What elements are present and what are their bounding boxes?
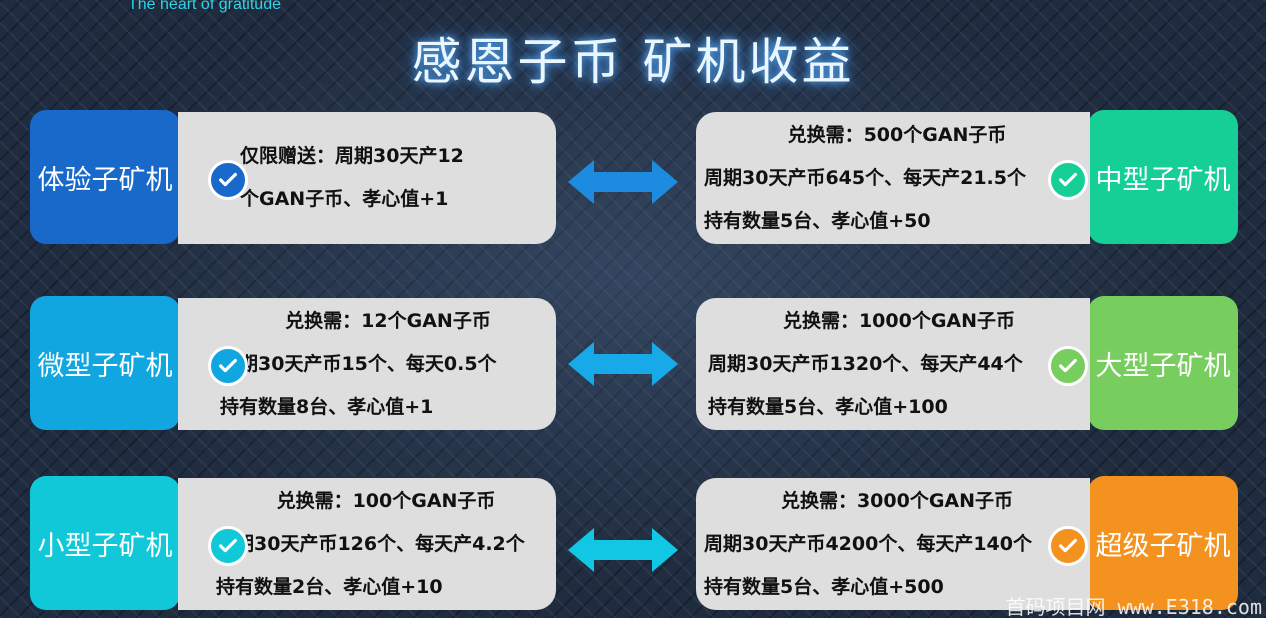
double-arrow-icon — [568, 160, 678, 204]
check-icon — [208, 526, 248, 566]
small-line-1: 兑换需：100个GAN子币 — [276, 489, 496, 512]
trial-line-1: 仅限赠送：周期30天产12 — [240, 145, 464, 167]
check-icon — [1048, 346, 1088, 386]
card-micro: 微型子矿机 兑换需：12个GAN子币 周期30天产币15个、每天0.5个 持有数… — [30, 296, 556, 432]
tag-trial: 体验子矿机 — [30, 110, 180, 244]
tag-super: 超级子矿机 — [1088, 476, 1238, 610]
medium-line-3: 持有数量5台、孝心值+50 — [704, 209, 931, 232]
panel-micro: 兑换需：12个GAN子币 周期30天产币15个、每天0.5个 持有数量8台、孝心… — [178, 298, 556, 430]
trial-line-2: 个GAN子币、孝心值+1 — [240, 188, 449, 210]
check-icon — [208, 160, 248, 200]
double-arrow-icon — [568, 528, 678, 572]
panel-medium: 兑换需：500个GAN子币 周期30天产币645个、每天产21.5个 持有数量5… — [696, 112, 1090, 244]
medium-line-1: 兑换需：500个GAN子币 — [787, 123, 1007, 146]
check-icon — [208, 346, 248, 386]
micro-line-1: 兑换需：12个GAN子币 — [285, 309, 491, 332]
watermark: 首码项目网 www.E318.com — [1005, 595, 1262, 618]
tag-micro: 微型子矿机 — [30, 296, 180, 430]
check-icon — [1048, 526, 1088, 566]
micro-line-2: 周期30天产币15个、每天0.5个 — [220, 352, 497, 375]
tag-small: 小型子矿机 — [30, 476, 180, 610]
tag-medium: 中型子矿机 — [1088, 110, 1238, 244]
card-medium: 中型子矿机 兑换需：500个GAN子币 周期30天产币645个、每天产21.5个… — [696, 110, 1238, 246]
subtitle: The heart of gratitude — [128, 0, 281, 13]
card-small: 小型子矿机 兑换需：100个GAN子币 周期30天产币126个、每天产4.2个 … — [30, 476, 556, 612]
large-line-1: 兑换需：1000个GAN子币 — [782, 309, 1016, 332]
small-line-2: 周期30天产币126个、每天产4.2个 — [216, 532, 525, 555]
check-icon — [1048, 160, 1088, 200]
super-line-2: 周期30天产币4200个、每天产140个 — [704, 532, 1032, 555]
card-large: 大型子矿机 兑换需：1000个GAN子币 周期30天产币1320个、每天产44个… — [696, 296, 1238, 432]
super-line-1: 兑换需：3000个GAN子币 — [780, 489, 1014, 512]
micro-line-3: 持有数量8台、孝心值+1 — [220, 395, 434, 418]
large-line-3: 持有数量5台、孝心值+100 — [708, 395, 948, 418]
panel-large: 兑换需：1000个GAN子币 周期30天产币1320个、每天产44个 持有数量5… — [696, 298, 1090, 430]
super-line-3: 持有数量5台、孝心值+500 — [704, 575, 944, 598]
medium-line-2: 周期30天产币645个、每天产21.5个 — [704, 166, 1026, 189]
large-line-2: 周期30天产币1320个、每天产44个 — [708, 352, 1023, 375]
card-super: 超级子矿机 兑换需：3000个GAN子币 周期30天产币4200个、每天产140… — [696, 476, 1238, 612]
double-arrow-icon — [568, 342, 678, 386]
small-line-3: 持有数量2台、孝心值+10 — [216, 575, 443, 598]
page-title: 感恩子币 矿机收益 — [411, 33, 855, 91]
card-trial: 体验子矿机 仅限赠送：周期30天产12 个GAN子币、孝心值+1 — [30, 110, 556, 246]
panel-super: 兑换需：3000个GAN子币 周期30天产币4200个、每天产140个 持有数量… — [696, 478, 1090, 610]
tag-large: 大型子矿机 — [1088, 296, 1238, 430]
